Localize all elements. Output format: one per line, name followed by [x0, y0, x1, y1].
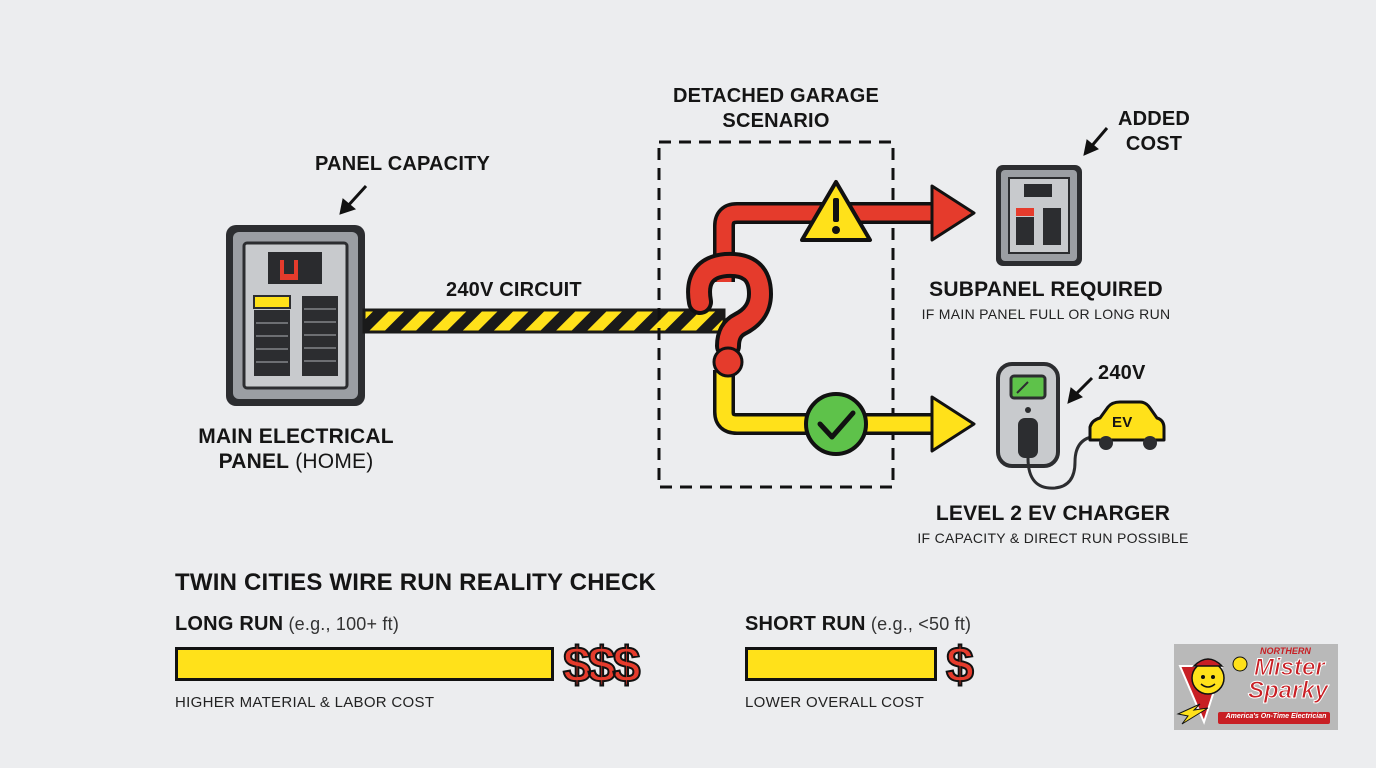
red-path-arrow [713, 184, 976, 282]
logo-mister: Mister [1254, 654, 1326, 681]
garage-scenario-label: DETACHED GARAGE SCENARIO [656, 84, 896, 134]
short-run-detail: (e.g., <50 ft) [865, 614, 972, 634]
subpanel-icon [996, 165, 1082, 266]
garage-scenario-box [657, 140, 895, 489]
charger-voltage-label: 240V [1098, 362, 1146, 384]
short-run-note: LOWER OVERALL COST [745, 694, 925, 711]
logo-tagline: America's On-Time Electrician [1225, 713, 1327, 720]
long-run-title: LONG RUN [175, 613, 284, 635]
garage-label-line2: SCENARIO [722, 110, 830, 132]
short-run-bar [745, 647, 937, 681]
reality-check-heading: TWIN CITIES WIRE RUN REALITY CHECK [175, 569, 657, 596]
long-run-detail: (e.g., 100+ ft) [283, 614, 400, 634]
added-cost-line2: COST [1125, 133, 1183, 155]
short-run-title: SHORT RUN [745, 613, 866, 635]
yellow-path-arrow [713, 370, 976, 453]
circuit-cable [362, 308, 726, 334]
added-cost-line1: ADDED [1117, 108, 1191, 130]
subpanel-subtitle: IF MAIN PANEL FULL OR LONG RUN [921, 306, 1171, 322]
garage-label-line1: DETACHED GARAGE [673, 85, 879, 107]
added-cost-arrow-icon [1083, 127, 1109, 156]
panel-capacity-arrow-icon [339, 184, 368, 215]
plug-icon [1018, 418, 1101, 490]
main-panel-label-line1: MAIN ELECTRICAL [198, 425, 394, 448]
ev-car-icon [1088, 400, 1166, 450]
ev-charger-icon [996, 362, 1060, 468]
long-run-label: LONG RUN (e.g., 100+ ft) [175, 613, 399, 636]
main-panel-label-line2: PANEL (HOME) [190, 449, 402, 474]
circuit-label: 240V CIRCUIT [446, 279, 582, 301]
charger-subtitle: IF CAPACITY & DIRECT RUN POSSIBLE [917, 530, 1189, 546]
long-run-note: HIGHER MATERIAL & LABOR COST [175, 694, 435, 711]
logo-northern: NORTHERN [1260, 646, 1311, 656]
mister-sparky-logo: NORTHERN Mister Sparky America's On-Time… [1174, 644, 1338, 730]
panel-capacity-label: PANEL CAPACITY [315, 153, 491, 175]
voltage-arrow-icon [1067, 376, 1094, 404]
warning-icon [800, 180, 872, 242]
main-panel-label-rest: (HOME) [289, 450, 374, 473]
long-run-bar [175, 647, 554, 681]
subpanel-title: SUBPANEL REQUIRED [929, 278, 1163, 301]
question-mark-icon [686, 251, 774, 378]
main-panel-label: MAIN ELECTRICAL PANEL (HOME) [190, 424, 402, 474]
short-run-cost: $ [945, 636, 975, 694]
charger-title: LEVEL 2 EV CHARGER [935, 502, 1171, 525]
short-run-label: SHORT RUN (e.g., <50 ft) [745, 613, 971, 636]
logo-sparky: Sparky [1247, 677, 1329, 704]
main-panel-icon [226, 225, 365, 406]
ev-car-label: EV [1112, 414, 1133, 431]
logo-mascot-icon [1176, 656, 1330, 725]
checkmark-icon [804, 392, 868, 456]
added-cost-label: ADDED COST [1104, 107, 1204, 157]
long-run-cost: $$$ [562, 636, 641, 694]
main-panel-label-bold: PANEL [218, 450, 290, 473]
